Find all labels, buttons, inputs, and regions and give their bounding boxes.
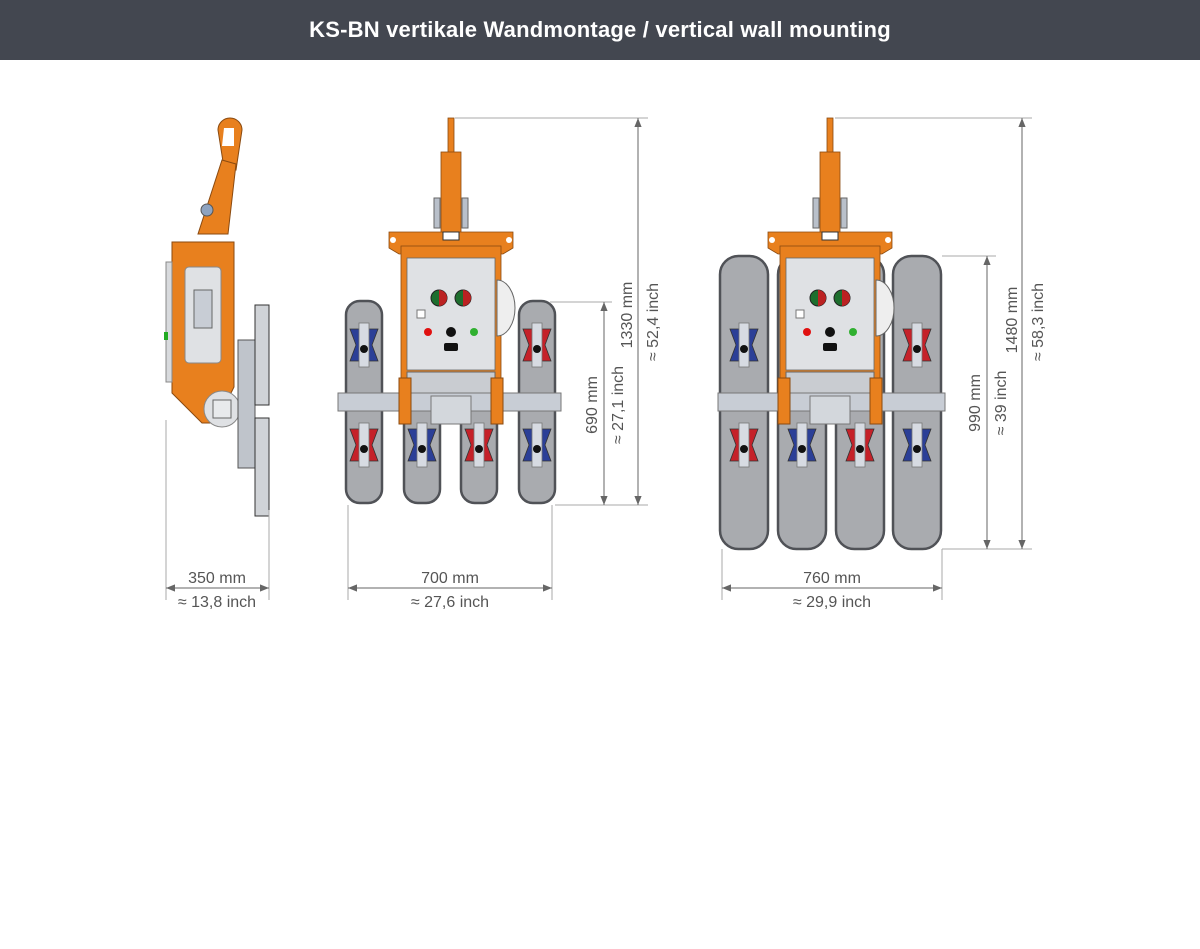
vertical-bar — [237, 339, 256, 469]
lifting-arm — [197, 159, 237, 235]
side-pad — [254, 417, 270, 517]
front-large-width-inch: ≈ 29,9 inch — [793, 594, 871, 611]
front-view-small — [337, 117, 562, 505]
side-width-inch: ≈ 13,8 inch — [178, 594, 256, 611]
valve-block — [785, 371, 875, 395]
green-indicator — [849, 328, 857, 336]
gauge-dial — [463, 290, 471, 306]
valve-grid — [212, 399, 232, 419]
header-bar: KS-BN vertikale Wandmontage / vertical w… — [0, 0, 1200, 60]
gauge-dial — [439, 290, 447, 306]
side-width-mm: 350 mm — [188, 570, 246, 587]
front-view-large — [717, 117, 946, 551]
panel-symbol — [416, 309, 426, 319]
bracket-hole — [885, 237, 891, 243]
gauge-dial — [842, 290, 850, 306]
pad-fitting — [913, 345, 921, 353]
panel-symbol — [795, 309, 805, 319]
front-large-total-height-mm: 1480 mm — [1004, 287, 1021, 354]
side-gauge — [193, 289, 213, 329]
lifting-mast — [819, 151, 841, 239]
pad-fitting — [360, 445, 368, 453]
pivot-bolt — [200, 203, 214, 217]
gauge-cover — [875, 279, 895, 337]
pad-fitting — [798, 445, 806, 453]
pad-fitting — [360, 345, 368, 353]
pad-fitting — [533, 445, 541, 453]
front-small-pad-height-inch: ≈ 27,1 inch — [610, 366, 627, 444]
black-button — [825, 327, 835, 337]
front-large-width-mm: 760 mm — [803, 570, 861, 587]
pad-fitting — [740, 445, 748, 453]
pad-fitting — [856, 445, 864, 453]
pad-fitting — [418, 445, 426, 453]
pad-fitting — [740, 345, 748, 353]
center-plate — [809, 395, 851, 425]
mast-clamp — [840, 197, 848, 229]
red-indicator — [424, 328, 432, 336]
bracket-hole — [769, 237, 775, 243]
front-small-total-height-inch: ≈ 52,4 inch — [645, 283, 662, 361]
bracket-hole — [390, 237, 396, 243]
center-plate — [430, 395, 472, 425]
lifting-mast — [440, 151, 462, 239]
mast-clamp — [461, 197, 469, 229]
front-large-total-height-inch: ≈ 58,3 inch — [1030, 283, 1047, 361]
front-small-width-inch: ≈ 27,6 inch — [411, 594, 489, 611]
side-view — [164, 117, 270, 517]
side-arm — [777, 377, 791, 425]
pad-fitting — [475, 445, 483, 453]
front-large-pad-height-inch: ≈ 39 inch — [993, 371, 1010, 436]
mast-clamp — [433, 197, 441, 229]
side-indicator — [164, 332, 168, 340]
front-large-pad-height-mm: 990 mm — [967, 374, 984, 432]
valve-block — [406, 371, 496, 395]
side-arm — [398, 377, 412, 425]
side-arm — [869, 377, 883, 425]
black-button — [446, 327, 456, 337]
red-indicator — [803, 328, 811, 336]
front-small-total-height-mm: 1330 mm — [619, 282, 636, 349]
mast-foot — [442, 231, 460, 241]
bracket-hole — [506, 237, 512, 243]
page-title: KS-BN vertikale Wandmontage / vertical w… — [309, 17, 891, 42]
mast-clamp — [812, 197, 820, 229]
gauge-dial — [818, 290, 826, 306]
eye-opening — [222, 128, 234, 146]
pad-fitting — [533, 345, 541, 353]
side-rail — [165, 261, 173, 383]
mast-foot — [821, 231, 839, 241]
front-small-pad-height-mm: 690 mm — [584, 376, 601, 434]
pad-fitting — [913, 445, 921, 453]
side-pad — [254, 304, 270, 406]
key-switch — [823, 343, 837, 351]
green-indicator — [470, 328, 478, 336]
side-arm — [490, 377, 504, 425]
gauge-cover — [496, 279, 516, 337]
front-small-width-mm: 700 mm — [421, 570, 479, 587]
key-switch — [444, 343, 458, 351]
